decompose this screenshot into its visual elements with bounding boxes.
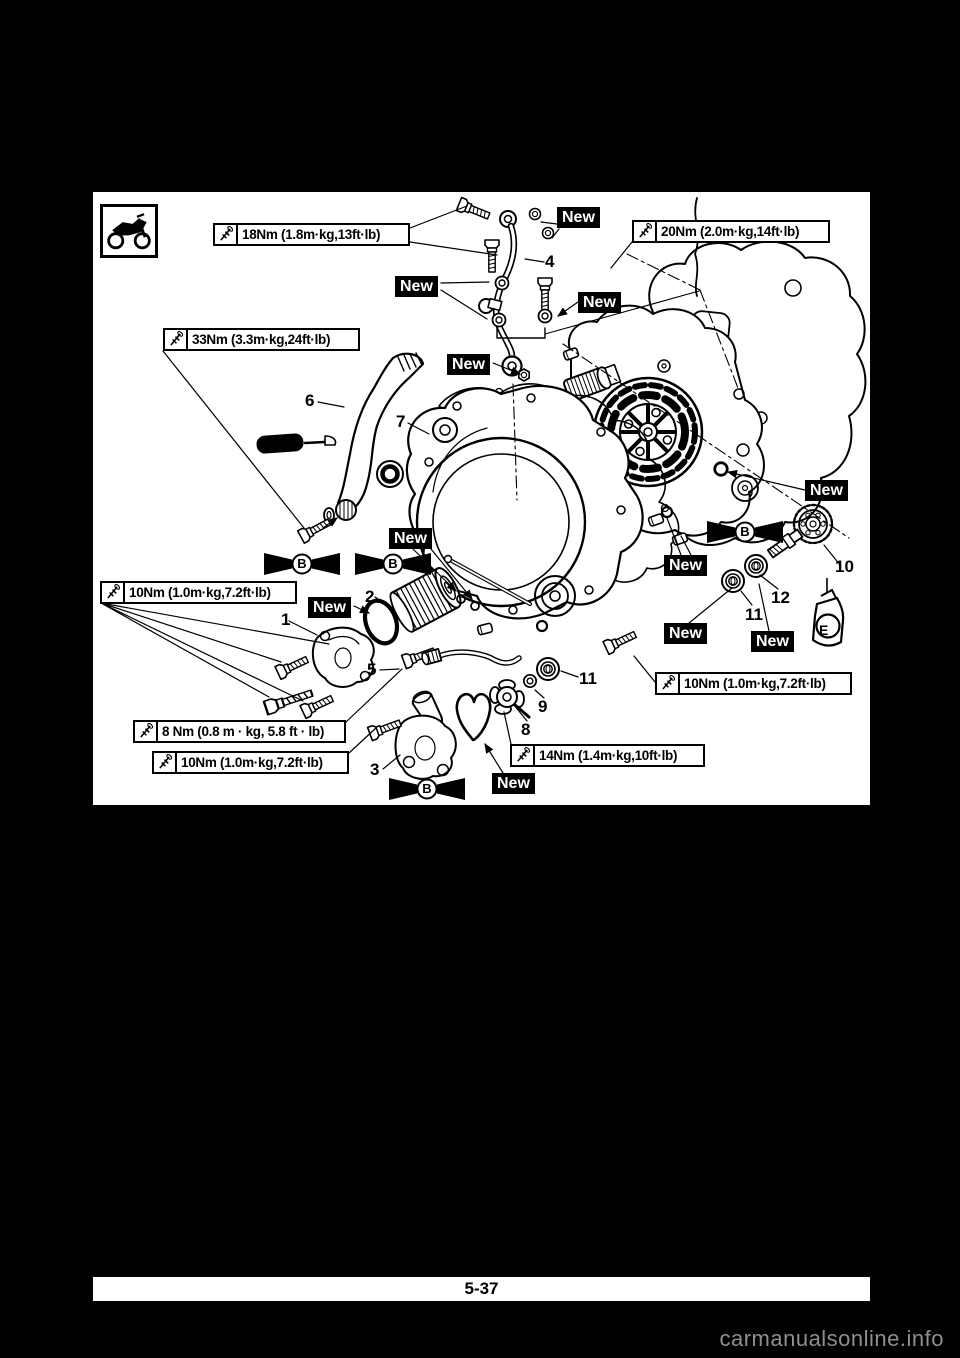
grease-b-letter: B xyxy=(740,523,750,539)
rubber-seal xyxy=(455,692,492,742)
torque-label-33nm: 33Nm (3.3m·kg,24ft·lb) xyxy=(163,328,360,351)
new-badge: New xyxy=(664,555,707,576)
torque-wrench-icon xyxy=(215,225,238,244)
torque-wrench-icon xyxy=(634,222,657,241)
new-badge: New xyxy=(492,773,535,794)
torque-wrench-icon xyxy=(102,583,125,602)
new-badge: New xyxy=(751,631,794,652)
page-number-strip: 5-37 xyxy=(93,1277,870,1301)
torque-text: 8 Nm (0.8 m · kg, 5.8 ft · lb) xyxy=(162,724,325,739)
oil-hose xyxy=(478,210,523,377)
bypass-pipe xyxy=(421,648,522,666)
grease-b-symbol: B xyxy=(355,553,431,575)
new-badge: New xyxy=(664,623,707,644)
grease-b-symbol: B xyxy=(389,778,465,800)
torque-wrench-icon xyxy=(135,722,158,741)
torque-text: 20Nm (2.0m·kg,14ft·lb) xyxy=(661,224,800,239)
torque-text: 14Nm (1.4m·kg,10ft·lb) xyxy=(539,748,678,763)
kick-lever xyxy=(323,352,425,523)
torque-text: 18Nm (1.8m·kg,13ft·lb) xyxy=(242,227,381,242)
engine-oil-e-symbol: E xyxy=(805,578,853,652)
vehicle-icon-box xyxy=(100,204,158,258)
torque-wrench-icon xyxy=(512,746,535,765)
leader-lines xyxy=(100,205,841,774)
hose-nut xyxy=(517,368,531,382)
engine-oil-e-letter: E xyxy=(819,622,829,638)
watermark-text: carmanualsonline.info xyxy=(719,1326,944,1351)
torque-label-14nm: 14Nm (1.4m·kg,10ft·lb) xyxy=(510,744,705,767)
torque-label-20nm: 20Nm (2.0m·kg,14ft·lb) xyxy=(632,220,830,243)
part-number-3: 3 xyxy=(370,760,380,779)
impeller xyxy=(489,679,531,719)
new-badge: New xyxy=(557,207,600,228)
new-badge: New xyxy=(308,597,351,618)
center-lines xyxy=(512,253,850,539)
part-number-9: 9 xyxy=(538,697,548,716)
oil-seal xyxy=(376,460,404,488)
torque-label-10nm-right: 10Nm (1.0m·kg,7.2ft·lb) xyxy=(655,672,852,695)
torque-wrench-icon xyxy=(657,674,680,693)
clutch-push-rod xyxy=(443,554,532,606)
torque-text: 10Nm (1.0m·kg,7.2ft·lb) xyxy=(181,755,323,770)
torque-text: 33Nm (3.3m·kg,24ft·lb) xyxy=(192,332,331,347)
water-pump-volute xyxy=(534,575,576,617)
torque-label-10nm-left: 10Nm (1.0m·kg,7.2ft·lb) xyxy=(100,581,297,604)
torque-text: 10Nm (1.0m·kg,7.2ft·lb) xyxy=(684,676,826,691)
grease-b-letter: B xyxy=(297,555,307,571)
new-badge: New xyxy=(447,354,490,375)
exploded-diagram-art xyxy=(100,196,867,780)
coolant-outlet-housing xyxy=(394,690,457,780)
part-number-2: 2 xyxy=(365,587,375,606)
torque-label-10nm-lower-left: 10Nm (1.0m·kg,7.2ft·lb) xyxy=(152,751,349,774)
page-number: 5-37 xyxy=(464,1279,499,1298)
torque-text: 10Nm (1.0m·kg,7.2ft·lb) xyxy=(129,585,271,600)
grease-b-symbol: B xyxy=(707,521,783,543)
filter-o-ring xyxy=(362,598,400,646)
part-number-7: 7 xyxy=(396,412,406,431)
torque-label-8nm: 8 Nm (0.8 m · kg, 5.8 ft · lb) xyxy=(133,720,346,743)
part-number-11-lower: 11 xyxy=(579,669,597,688)
water-pump-cover xyxy=(311,626,375,688)
dirt-bike-icon xyxy=(107,213,151,250)
grease-b-letter: B xyxy=(388,555,398,571)
part-number-8: 8 xyxy=(521,720,531,739)
kick-stopper xyxy=(256,433,337,454)
grease-b-symbol: B xyxy=(264,553,340,575)
new-badge: New xyxy=(578,292,621,313)
new-badge: New xyxy=(395,276,438,297)
part-number-4: 4 xyxy=(545,252,555,271)
grease-b-letter: B xyxy=(422,780,432,796)
part-number-12: 12 xyxy=(771,588,790,607)
part-number-5: 5 xyxy=(367,660,377,679)
new-badge: New xyxy=(389,528,432,549)
torque-label-18nm: 18Nm (1.8m·kg,13ft·lb) xyxy=(213,223,410,246)
part-number-10: 10 xyxy=(835,557,854,576)
torque-wrench-icon xyxy=(154,753,177,772)
new-badge: New xyxy=(805,480,848,501)
part-number-1: 1 xyxy=(281,610,291,629)
torque-wrench-icon xyxy=(165,330,188,349)
part-number-6: 6 xyxy=(305,391,315,410)
diagram-panel: 18Nm (1.8m·kg,13ft·lb) 20Nm (2.0m·kg,14f… xyxy=(93,192,870,805)
oil-bottle-icon xyxy=(811,578,845,647)
part-number-11: 11 xyxy=(745,605,763,624)
